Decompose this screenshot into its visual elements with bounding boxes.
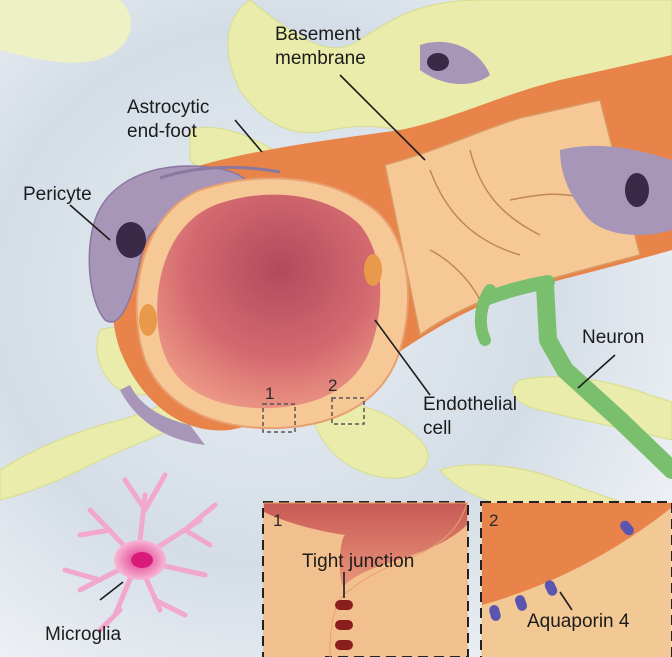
label-pericyte: Pericyte	[23, 184, 92, 205]
pericyte-nucleus	[116, 222, 146, 258]
label-astrocytic-line2: end-foot	[127, 121, 197, 142]
marker-label-1: 1	[265, 384, 274, 403]
label-endothelial-line2: cell	[423, 418, 452, 439]
label-microglia: Microglia	[45, 624, 121, 645]
label-basement-membrane-line1: Basement	[275, 24, 361, 45]
inset-1-number: 1	[273, 511, 282, 530]
inset-1-label: Tight junction	[302, 551, 414, 572]
endothelial-nucleus	[364, 254, 382, 286]
vessel-lumen	[157, 195, 380, 409]
endothelial-nucleus	[139, 304, 157, 336]
inset-1-tight-junction	[263, 502, 468, 657]
label-endothelial-line1: Endothelial	[423, 394, 517, 415]
inset-2-number: 2	[489, 511, 498, 530]
inset-2-label: Aquaporin 4	[527, 611, 630, 632]
marker-label-2: 2	[328, 376, 337, 395]
label-basement-membrane-line2: membrane	[275, 48, 366, 69]
inset-2-aquaporin	[481, 502, 672, 657]
label-neuron: Neuron	[582, 327, 644, 348]
label-astrocytic-line1: Astrocytic	[127, 97, 209, 118]
